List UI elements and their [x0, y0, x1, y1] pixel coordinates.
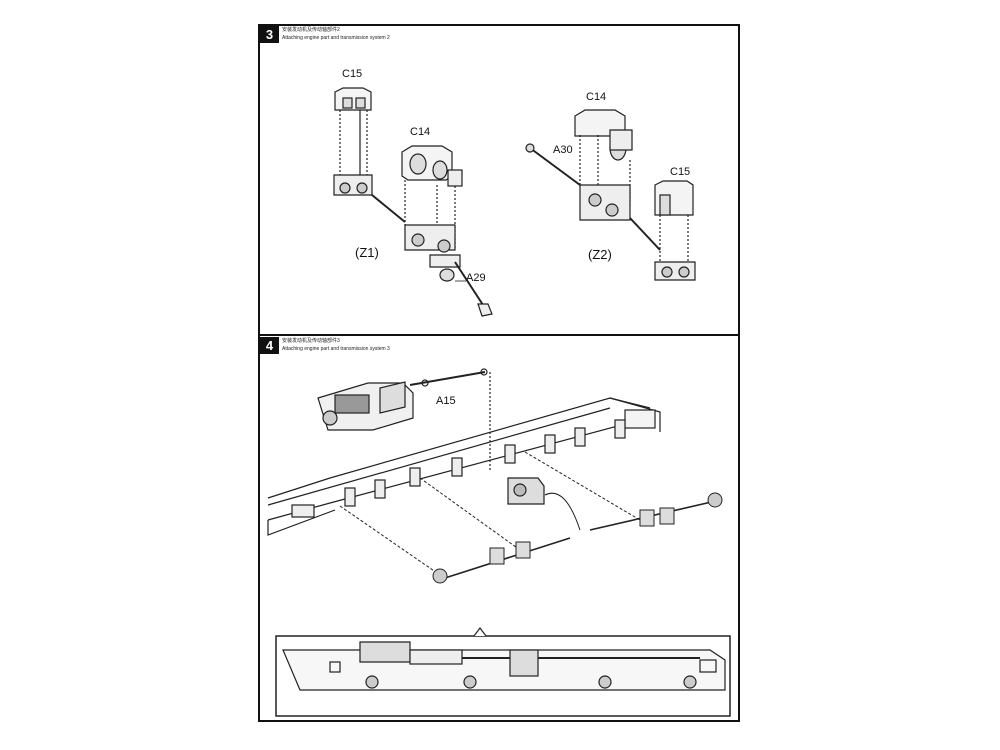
z2-part-c14 [574, 109, 633, 161]
callout-c15-z2: C15 [670, 166, 691, 178]
callout-a15: A15 [436, 395, 456, 407]
step-3-caption-en: Attaching engine part and transmission s… [282, 35, 390, 41]
callout-a29: A29 [466, 272, 486, 284]
hull-frame [267, 397, 661, 536]
z1-shaft-a29 [439, 261, 493, 317]
callout-c14-z2: C14 [586, 91, 607, 103]
callout-a30: A30 [553, 144, 573, 156]
z2-shaft-a30 [525, 143, 581, 186]
mount-brackets [344, 419, 626, 507]
engine-block [317, 381, 414, 431]
z1-base-left [333, 174, 373, 196]
transmission-unit [507, 477, 545, 505]
step-4-caption-en: Attaching engine part and transmission s… [282, 346, 390, 352]
instruction-page [258, 24, 740, 722]
final-drives-left [339, 477, 571, 584]
z2-part-c15 [654, 180, 694, 216]
callout-c14-z1: C14 [410, 126, 431, 138]
completed-view-inset [275, 627, 731, 717]
step-divider [258, 334, 740, 336]
driveshaft-a15 [409, 368, 491, 470]
callout-c15-z1: C15 [342, 68, 363, 80]
z1-base-right [404, 224, 461, 268]
variant-z2: (Z2) [588, 247, 612, 262]
z1-part-c14 [401, 145, 463, 187]
step-4-caption-cn: 安装发动机及传动轴部件3 [282, 338, 340, 344]
z2-base [579, 184, 631, 221]
step-4-number: 4 [260, 337, 279, 354]
variant-z1: (Z1) [355, 245, 379, 260]
z2-base-c15 [654, 261, 696, 281]
step-3-caption-cn: 安装发动机及传动轴部件2 [282, 27, 340, 33]
final-drives-right [524, 451, 723, 531]
step-3-number: 3 [260, 26, 279, 43]
z1-part-c15 [334, 87, 372, 111]
